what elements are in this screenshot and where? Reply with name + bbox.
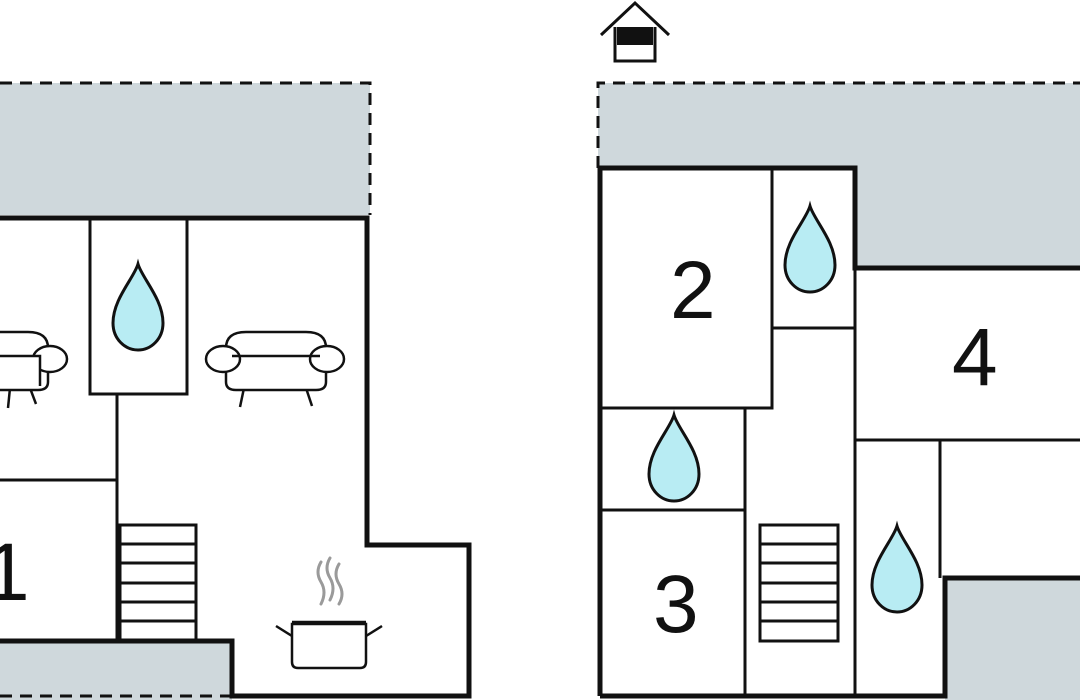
terrace-area-bottom	[945, 578, 1080, 700]
terrace-area-bottom	[0, 641, 232, 700]
room-number-4: 4	[952, 312, 998, 403]
room-number-1: 1	[0, 527, 30, 618]
sofa-icon	[0, 330, 69, 409]
water-drop-icon	[647, 409, 701, 503]
staircase-icon	[758, 523, 840, 643]
terrace-area	[598, 83, 1080, 268]
water-drop-icon	[111, 258, 165, 352]
terrace-area	[0, 83, 370, 215]
cooking-pot-icon	[275, 556, 383, 670]
bathroom-wall	[88, 216, 189, 396]
staircase-icon	[118, 523, 198, 643]
house-entrance-icon	[599, 0, 671, 63]
room-number-3: 3	[653, 559, 699, 650]
sofa-icon	[204, 330, 346, 408]
left-floor: 1	[0, 81, 472, 700]
room-number-2: 2	[670, 245, 716, 336]
outer-wall	[597, 165, 1080, 696]
right-floor: 2 3 4	[596, 0, 1080, 700]
terrace-dashed-border	[0, 81, 372, 215]
water-drop-icon	[783, 200, 837, 294]
interior-wall	[600, 168, 774, 410]
terrace-dashed-border	[596, 81, 1080, 168]
water-drop-icon	[870, 520, 924, 614]
outer-wall	[600, 575, 1080, 699]
outer-wall	[0, 215, 472, 699]
